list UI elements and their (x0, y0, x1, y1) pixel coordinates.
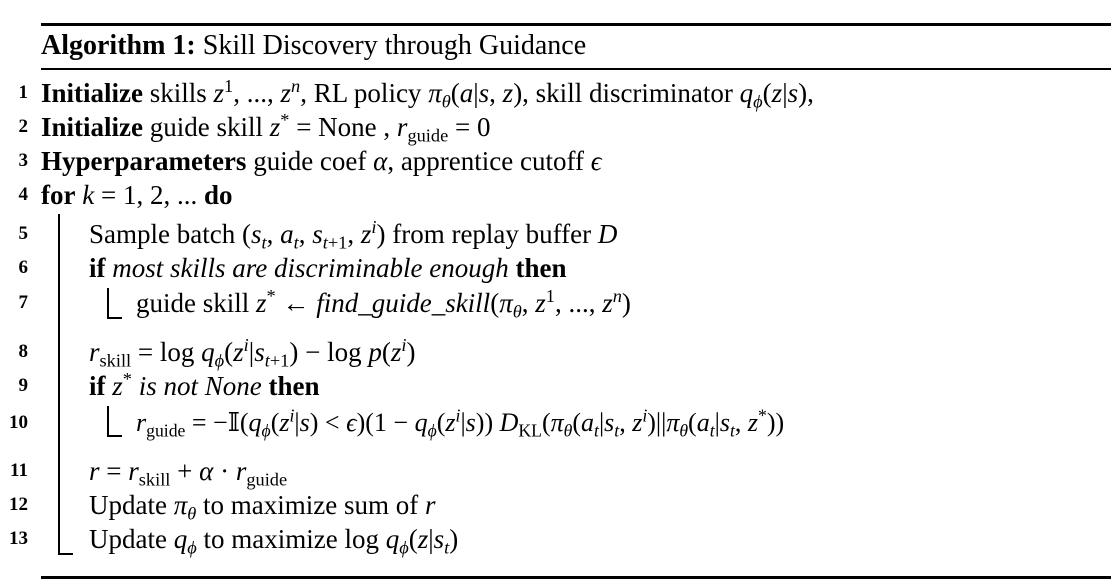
algorithm-line: Update πθ to maximize sum of r (89, 490, 436, 524)
if-block-bar (107, 288, 109, 319)
for-block-bar (58, 214, 60, 555)
if-block-end (107, 317, 122, 319)
line-number: 2 (18, 116, 29, 137)
bottom-rule (41, 576, 1111, 579)
line-text: z* is not None then (112, 368, 320, 401)
algorithm-line: Update qϕ to maximize log qϕ(z|st) (89, 524, 459, 558)
line-number: 3 (18, 150, 29, 171)
algorithm-line: Initialize guide skill z* = None , rguid… (41, 109, 491, 146)
keyword: Hyperparameters (41, 146, 247, 176)
keyword: if (89, 371, 106, 401)
top-rule (41, 23, 1111, 26)
line-text: guide skill z* = None , rguide = 0 (143, 109, 491, 146)
algorithm-label: Algorithm 1: (41, 30, 196, 61)
header-rule (41, 68, 1111, 70)
algorithm-line: Sample batch (st, at, st+1, zi) from rep… (89, 216, 618, 253)
line-number: 9 (18, 375, 29, 396)
line-number: 11 (10, 460, 28, 481)
algorithm-line: for k = 1, 2, ... do (41, 180, 232, 210)
line-text: k = 1, 2, ... do (82, 180, 233, 210)
line-text: Sample batch (st, at, st+1, zi) from rep… (89, 216, 618, 253)
keyword: Initialize (41, 112, 143, 142)
line-number: 5 (18, 223, 29, 244)
line-number: 4 (18, 184, 29, 205)
algorithm-line: Initialize skills z1, ..., zn, RL policy… (41, 75, 814, 112)
algorithm-line: rguide = −𝕀(qϕ(zi|s) < ϵ)(1 − qϕ(zi|s)) … (136, 405, 785, 441)
line-number: 7 (18, 292, 29, 313)
line-text: Update qϕ to maximize log qϕ(z|st) (89, 524, 459, 558)
line-text: guide skill z* ← find_guide_skill(πθ, z1… (136, 285, 631, 322)
algorithm-line: guide skill z* ← find_guide_skill(πθ, z1… (136, 285, 631, 322)
for-block-end (58, 553, 73, 555)
line-number: 12 (9, 494, 28, 515)
line-number: 10 (9, 412, 28, 433)
line-number: 6 (18, 257, 29, 278)
line-text: most skills are discriminable enough the… (112, 253, 567, 283)
line-text: skills z1, ..., zn, RL policy πθ(a|s, z)… (143, 75, 814, 112)
algorithm-line: r = rskill + α · rguide (89, 456, 288, 490)
algorithm-line: Hyperparameters guide coef α, apprentice… (41, 146, 602, 176)
if-block-end (107, 435, 122, 437)
algorithm-line: if z* is not None then (89, 368, 320, 401)
line-text: rguide = −𝕀(qϕ(zi|s) < ϵ)(1 − qϕ(zi|s)) … (136, 405, 785, 441)
line-text: rskill = log qϕ(zi|st+1) − log p(zi) (89, 334, 416, 371)
algorithm-title: Algorithm 1: Skill Discovery through Gui… (41, 26, 586, 66)
keyword: Initialize (41, 78, 143, 108)
keyword: for (41, 180, 76, 210)
line-text: Update πθ to maximize sum of r (89, 490, 436, 524)
algorithm-line: if most skills are discriminable enough … (89, 253, 567, 283)
line-number: 1 (18, 82, 29, 103)
line-text: r = rskill + α · rguide (89, 456, 288, 490)
line-text: guide coef α, apprentice cutoff ϵ (246, 146, 602, 176)
algorithm-title-text: Skill Discovery through Guidance (202, 30, 587, 61)
line-number: 13 (9, 528, 28, 549)
algorithm-line: rskill = log qϕ(zi|st+1) − log p(zi) (89, 334, 416, 371)
line-number: 8 (18, 341, 29, 362)
keyword: if (89, 253, 106, 283)
if-block-bar (107, 406, 109, 437)
